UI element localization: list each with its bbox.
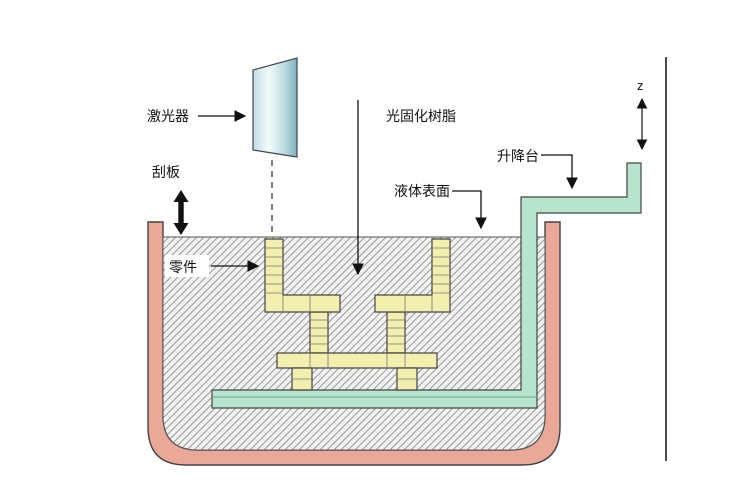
scraper-label: 刮板 bbox=[152, 164, 180, 180]
printed-part-column-right bbox=[386, 311, 406, 354]
printed-part-column-left bbox=[309, 311, 329, 354]
printed-part-beam bbox=[276, 352, 438, 369]
printed-part-brick-lines bbox=[265, 247, 450, 380]
liquid-surface-arrow bbox=[452, 190, 487, 230]
z-axis-label: z bbox=[637, 78, 644, 93]
elevator-arrow bbox=[541, 154, 578, 190]
laser-device bbox=[252, 57, 298, 158]
liquid-resin bbox=[162, 236, 546, 451]
laser-label: 激光器 bbox=[147, 108, 189, 124]
printed-part-step-left bbox=[264, 238, 341, 313]
resin-label: 光固化树脂 bbox=[386, 108, 456, 124]
liquid-surface-label: 液体表面 bbox=[394, 183, 450, 199]
part-label: 零件 bbox=[169, 259, 197, 275]
part-label-box bbox=[165, 255, 209, 277]
scraper-motion-arrow bbox=[173, 190, 189, 235]
printed-part-step-right bbox=[374, 238, 451, 313]
elevator-platform bbox=[211, 162, 642, 409]
elevator-label: 升降台 bbox=[497, 148, 539, 164]
